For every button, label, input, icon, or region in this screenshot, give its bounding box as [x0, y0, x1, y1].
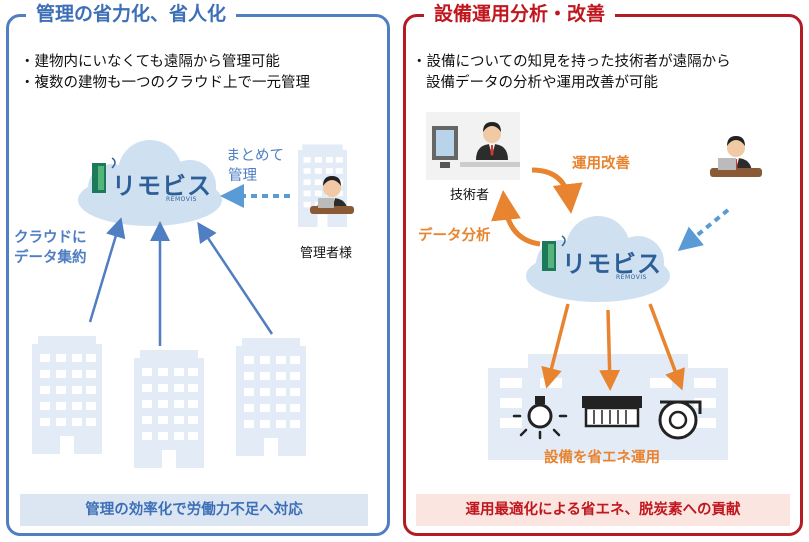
analysis-arrow — [491, 190, 541, 247]
bullet-item: 複数の建物も一つのクラウド上で一元管理 — [20, 73, 311, 94]
logo-sub: REMOVIS — [166, 196, 197, 203]
analysis-label: データ分析 — [418, 228, 491, 244]
fan-icon — [658, 400, 702, 440]
air-conditioner-icon — [582, 396, 642, 428]
right-panel-title: 設備運用分析・改善 — [424, 0, 616, 28]
right-bullets: 設備についての知見を持った技術者が遠隔から 設備データの分析や運用改善が可能 — [412, 52, 731, 94]
building-icon — [32, 336, 102, 454]
building-icon — [134, 350, 204, 468]
improve-arrow — [531, 167, 583, 214]
left-panel-title: 管理の省力化、省人化 — [26, 0, 237, 28]
upload-arrow — [197, 221, 274, 335]
bullet-item: 設備についての知見を持った技術者が遠隔から — [412, 52, 731, 73]
bullet-item-continued: 設備データの分析や運用改善が可能 — [426, 75, 658, 91]
summarize-label-1: まとめて — [226, 148, 284, 164]
left-bullets: 建物内にいなくても遠隔から管理可能 複数の建物も一つのクラウド上で一元管理 — [20, 52, 311, 94]
control-arrow — [599, 309, 621, 391]
manager-label: 管理者様 — [300, 246, 353, 261]
logo-icon — [542, 235, 566, 271]
engineer-label: 技術者 — [450, 188, 490, 203]
logo-name: リモビス — [562, 250, 662, 278]
logo-name: リモビス — [112, 172, 212, 200]
light-icon — [512, 396, 568, 440]
upload-arrow — [88, 217, 126, 323]
manager-icon — [310, 176, 354, 214]
energy-label: 設備を省エネ運用 — [544, 450, 660, 466]
bullet-item: 建物内にいなくても遠隔から管理可能 — [20, 52, 310, 73]
logo-icon — [92, 157, 116, 193]
right-footer: 運用最適化による省エネ、脱炭素への貢献 — [416, 494, 790, 526]
aggregate-label-2: データ集約 — [14, 250, 87, 266]
manager-icon — [710, 136, 762, 177]
remote-arrow — [677, 208, 730, 252]
engineer-icon — [426, 112, 520, 180]
left-footer: 管理の効率化で労働力不足へ対応 — [20, 494, 368, 526]
control-arrow — [648, 303, 685, 391]
control-arrow — [541, 303, 570, 389]
improve-label: 運用改善 — [572, 156, 630, 172]
building-icon — [236, 338, 306, 456]
summarize-label-2: 管理 — [228, 168, 257, 184]
aggregate-label-1: クラウドに — [14, 230, 87, 246]
logo-sub: REMOVIS — [616, 274, 647, 281]
